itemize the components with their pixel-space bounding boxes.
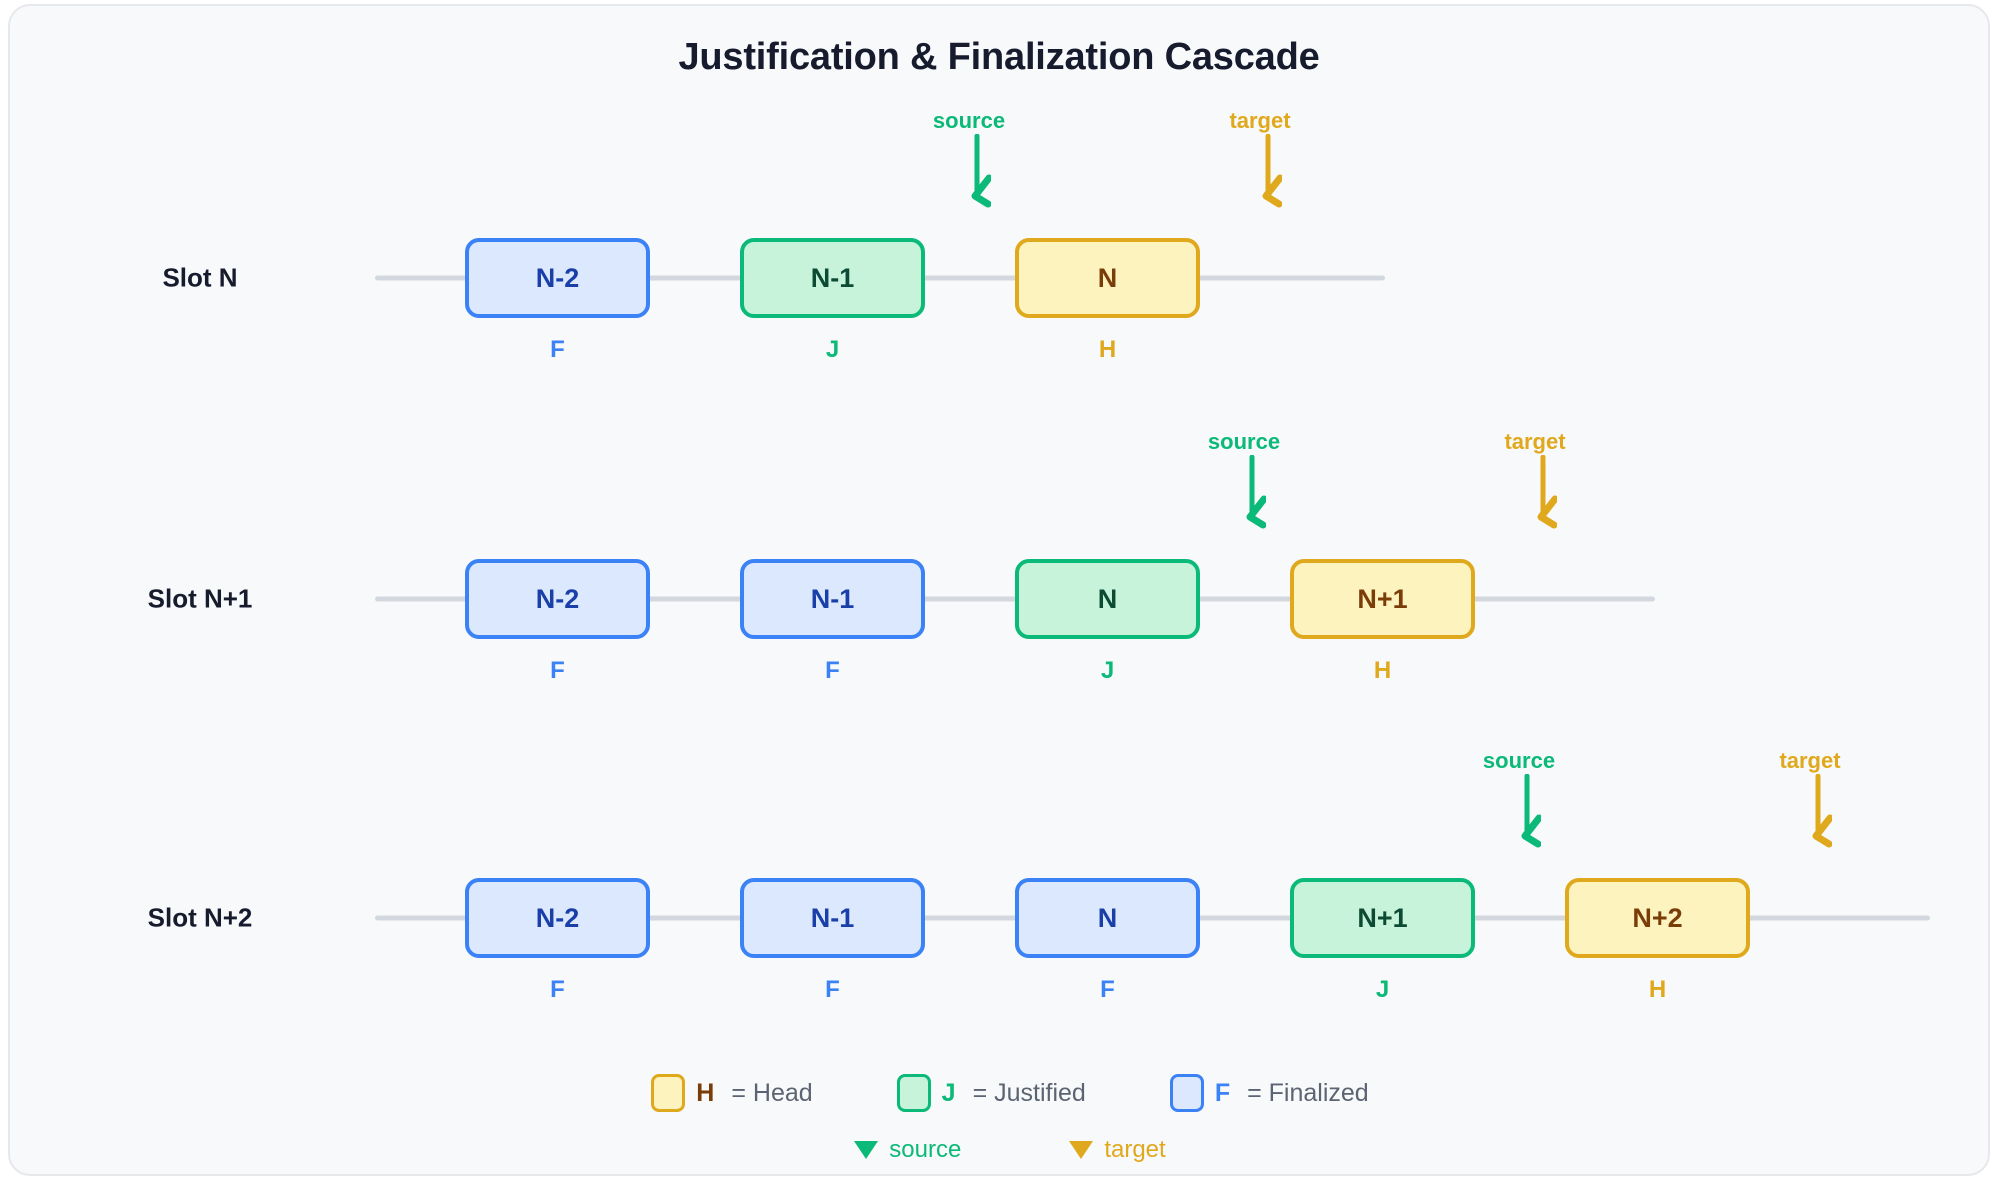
state-tag-finalized: F: [825, 976, 840, 1003]
block-n-2[interactable]: N-2: [465, 238, 650, 318]
state-legend: H = Head J = Justified F = Finalized: [10, 1074, 2000, 1112]
target-triangle-icon: [1069, 1141, 1094, 1159]
row-label: Slot N: [162, 262, 238, 293]
legend-desc: = Finalized: [1247, 1078, 1369, 1107]
state-tag-head: H: [1648, 976, 1667, 1003]
block-n-2[interactable]: N-2: [465, 559, 650, 639]
target-arrow-icon: [1238, 133, 1284, 217]
target-arrow-icon: [1513, 454, 1559, 538]
state-tag-justified: J: [1100, 657, 1115, 684]
state-tag-finalized: F: [825, 657, 840, 684]
source-arrow-icon: [947, 133, 993, 217]
block-nplus1[interactable]: N+1: [1290, 559, 1475, 639]
row-label: Slot N+1: [147, 583, 253, 614]
annotation-label: target: [1229, 108, 1291, 133]
legend-swatch-head: [651, 1074, 686, 1112]
diagram-canvas: Justification & Finalization Cascade Slo…: [8, 4, 1990, 1176]
annotation-label: target: [1504, 429, 1566, 454]
block-n-1[interactable]: N-1: [740, 238, 925, 318]
legend-item-justified: J = Justified: [896, 1074, 1086, 1112]
state-tag-justified: J: [1375, 976, 1390, 1003]
legend-item-head: H = Head: [651, 1074, 813, 1112]
legend-arrow-label: target: [1104, 1136, 1166, 1163]
legend-arrow-label: source: [889, 1136, 962, 1163]
legend-key: F: [1214, 1078, 1231, 1107]
legend-key: H: [696, 1078, 715, 1107]
block-n[interactable]: N: [1015, 559, 1200, 639]
annotation-label: source: [932, 108, 1006, 133]
legend-arrow-target: target: [1069, 1136, 1166, 1164]
block-nplus2[interactable]: N+2: [1565, 878, 1750, 958]
legend-desc: = Justified: [972, 1078, 1086, 1107]
block-n[interactable]: N: [1015, 878, 1200, 958]
annotation-label: target: [1779, 748, 1841, 773]
target-arrow-icon: [1788, 773, 1834, 857]
block-n[interactable]: N: [1015, 238, 1200, 318]
arrow-legend: source target: [10, 1136, 2000, 1164]
block-n-1[interactable]: N-1: [740, 559, 925, 639]
legend-desc: = Head: [731, 1078, 813, 1107]
source-triangle-icon: [854, 1141, 879, 1159]
legend-item-finalized: F = Finalized: [1169, 1074, 1369, 1112]
state-tag-finalized: F: [550, 657, 565, 684]
page-title: Justification & Finalization Cascade: [678, 36, 1320, 78]
state-tag-justified: J: [825, 336, 840, 363]
state-tag-finalized: F: [550, 336, 565, 363]
block-nplus1[interactable]: N+1: [1290, 878, 1475, 958]
legend-swatch-finalized: [1169, 1074, 1204, 1112]
annotation-label: source: [1482, 748, 1556, 773]
block-n-1[interactable]: N-1: [740, 878, 925, 958]
source-arrow-icon: [1497, 773, 1543, 857]
legend-arrow-source: source: [854, 1136, 961, 1164]
state-tag-head: H: [1098, 336, 1117, 363]
legend-key: J: [941, 1078, 956, 1107]
state-tag-finalized: F: [1100, 976, 1115, 1003]
row-label: Slot N+2: [147, 902, 253, 933]
annotation-label: source: [1207, 429, 1281, 454]
source-arrow-icon: [1222, 454, 1268, 538]
state-tag-head: H: [1373, 657, 1392, 684]
state-tag-finalized: F: [550, 976, 565, 1003]
legend-swatch-justified: [896, 1074, 931, 1112]
block-n-2[interactable]: N-2: [465, 878, 650, 958]
